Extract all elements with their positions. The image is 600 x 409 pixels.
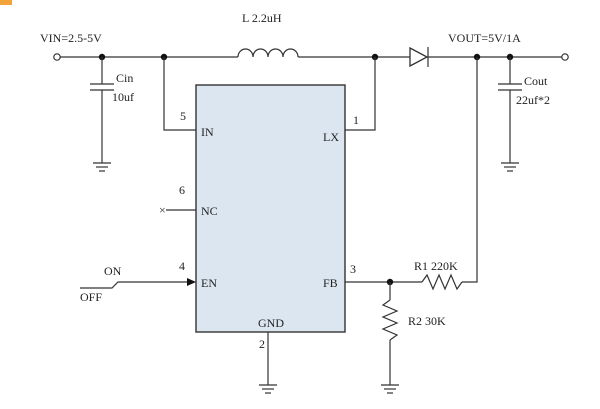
inductor-label: L 2.2uH [242,11,282,25]
cin-ground-symbol [93,162,111,172]
nc-no-connect-mark: × [159,203,166,217]
cout-ground-symbol [501,162,519,172]
r2-label: R2 30K [408,314,446,328]
cout-name-label: Cout [524,74,548,88]
cin-name-label: Cin [116,71,133,85]
pin-name-lx: LX [323,130,339,144]
r2-resistor-symbol [381,299,399,341]
r2-ground-symbol [381,384,399,394]
corner-accent-mark [0,0,12,5]
pin-number-en: 4 [179,259,185,273]
cout-value-label: 22uf*2 [516,93,550,107]
ic-ground-symbol [259,384,277,394]
pin-number-in: 5 [180,109,186,123]
cin-value-label: 10uf [112,90,134,104]
pin-number-nc: 6 [179,183,185,197]
vin-label: VIN=2.5-5V [40,31,102,45]
r1-label: R1 220K [414,259,458,273]
inductor-symbol [237,48,299,58]
pin-name-nc: NC [201,204,218,218]
vout-label: VOUT=5V/1A [448,31,521,45]
pin-number-lx: 1 [353,113,359,127]
vin-terminal [53,53,61,61]
pin-name-en: EN [201,276,217,290]
pin-name-fb: FB [323,276,338,290]
pin-number-fb: 3 [350,262,356,276]
en-control-signal [80,281,120,289]
en-arrow-icon [187,278,196,286]
en-off-label: OFF [80,290,102,304]
diode-symbol [409,46,429,68]
pin-name-in: IN [201,125,214,139]
r1-to-vout-wire [462,57,478,283]
pin-name-gnd: GND [258,316,284,330]
in-pin-wire [163,57,196,131]
pin-number-gnd: 2 [259,337,265,351]
lx-pin-wire [345,57,376,131]
ic-body [195,84,346,333]
r1-resistor-symbol [421,273,463,291]
en-on-label: ON [104,264,122,278]
vout-terminal [561,53,569,61]
